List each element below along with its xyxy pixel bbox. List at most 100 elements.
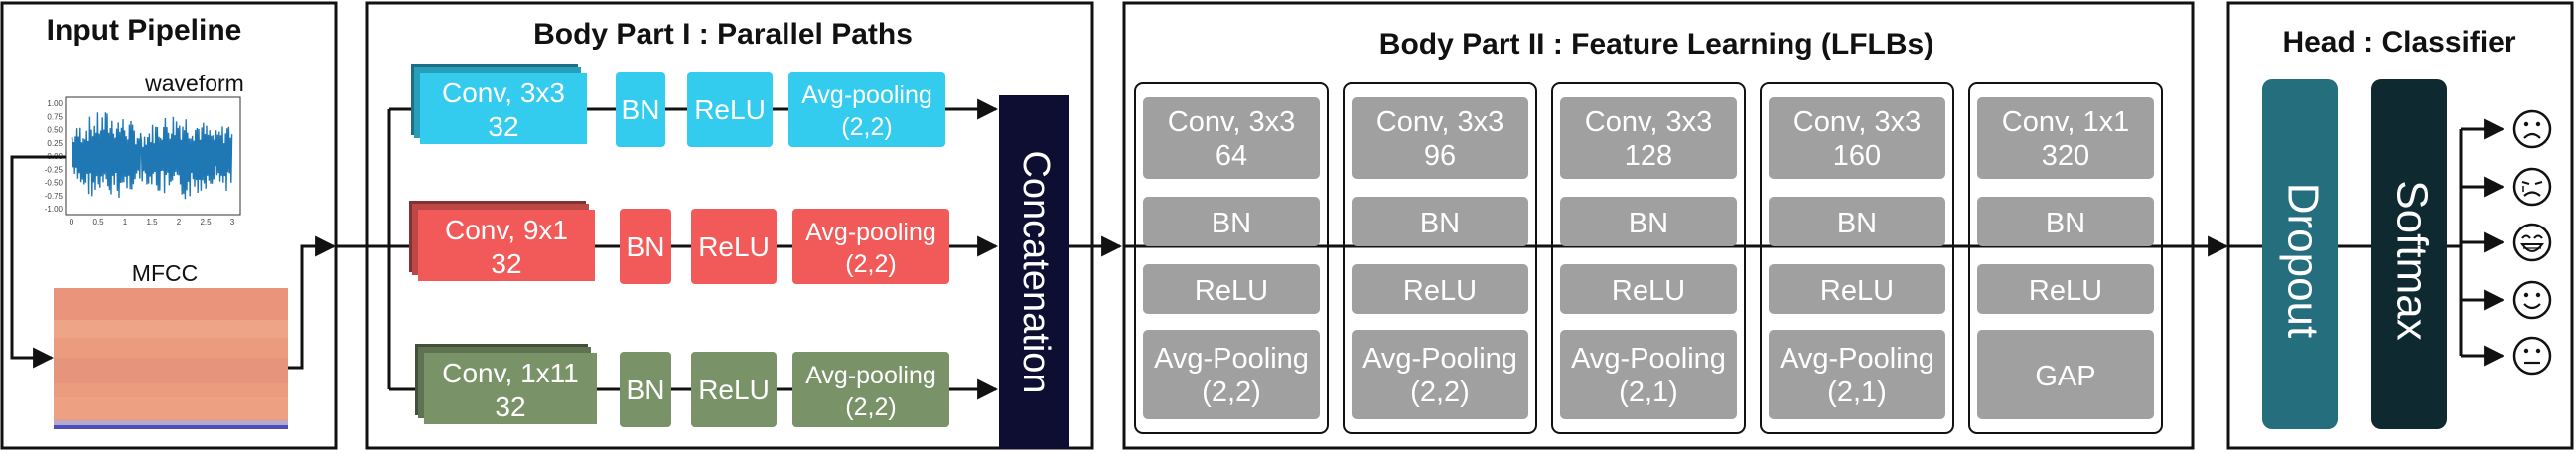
lflb-bn-block [1560,197,1737,246]
conv-label-line2: 32 [495,391,525,422]
lflb-relu-label: ReLU [1195,275,1268,307]
input-pipeline-frame [0,1,338,450]
lflb-bn-label: BN [1629,208,1668,239]
relu-block [691,352,777,427]
lflb-bn-block [1143,197,1320,246]
lflb-conv-line1: Conv, 3x3 [1585,106,1712,138]
lflb-pool-line1: Avg-Pooling [1154,343,1309,375]
lflb-conv-line1: Conv, 3x3 [1376,106,1503,138]
waveform-y-tick: 1.00 [47,99,63,108]
lflb-bn-block [1769,197,1945,246]
lflb-bn-label: BN [1212,208,1251,239]
input-pipeline-title: Input Pipeline [47,14,242,47]
body-part-1-frame [365,1,1094,450]
waveform-x-tick: 2.5 [200,218,212,227]
head-title: Head : Classifier [2282,26,2515,59]
conv-block [418,210,595,281]
lflb-conv-line2: 160 [1833,140,1881,172]
lflb-bn-block [1977,197,2154,246]
bn-block [616,72,665,147]
waveform-x-tick: 0 [70,218,74,227]
lflb-pool-line1: Avg-Pooling [1780,343,1934,375]
lflb-relu-label: ReLU [1820,275,1894,307]
lflb-conv-block [1143,97,1320,179]
waveform-x-ticks: 0 0.5 1 1.5 2 2.5 3 [70,218,235,227]
lflb-conv-block [1769,97,1945,179]
lflb-conv-line1: Conv, 3x3 [1793,106,1921,138]
lflb-pool-block [1143,330,1320,419]
pool-label-line1: Avg-pooling [805,219,936,246]
lflb-pool-line2: (2,1) [1619,377,1678,408]
lflb-relu-block [1769,264,1945,314]
head-frame [2226,1,2574,450]
conv-block [424,353,597,424]
pool-label-line1: Avg-pooling [801,81,932,109]
lflb-bn-block [1352,197,1528,246]
crying-face-icon [2512,167,2552,207]
output-arrows [2447,109,2552,376]
lflb-pool-block [1352,330,1528,419]
laughing-face-icon [2512,223,2552,262]
lflb-relu-label: ReLU [1612,275,1685,307]
lflb-conv-block [1352,97,1528,179]
conv-label-line2: 32 [491,248,521,279]
softmax-label: Softmax [2387,180,2436,340]
waveform-y-tick: -0.50 [45,179,64,188]
lflb-relu-block [1560,264,1737,314]
body-part-2-title: Body Part II : Feature Learning (LFLBs) [1379,28,1933,61]
pool-block [792,352,949,427]
lflb-conv-line1: Conv, 1x1 [2002,106,2129,138]
body-part-1-title: Body Part I : Parallel Paths [533,18,913,51]
mfcc-spectrogram [54,288,288,429]
conv-label-line1: Conv, 1x11 [442,358,578,388]
lflb-conv-line2: 128 [1625,140,1672,172]
conv-label-line1: Conv, 3x3 [442,77,565,108]
waveform-x-tick: 1.5 [146,218,158,227]
happy-face-icon [2512,280,2552,320]
mfcc-label: MFCC [132,260,198,286]
waveform-to-mfcc-connector [10,155,66,369]
waveform-plot: 1.000.750.500.250.00-0.25-0.50-0.75-1.00… [45,96,241,227]
lflb-conv-line1: Conv, 3x3 [1168,106,1295,138]
relu-label: ReLU [694,94,766,125]
lflb-pool-line1: Avg-Pooling [1571,343,1726,375]
pool-label-line2: (2,2) [845,250,896,278]
waveform-x-tick: 2 [177,218,182,227]
conv-block [420,73,587,144]
lflb-conv-block [1560,97,1737,179]
pool-label-line1: Avg-pooling [805,362,936,389]
lflb-pool-line2: (2,2) [1202,377,1261,408]
conv-label-line1: Conv, 9x1 [445,215,568,245]
lflb-conv-line2: 320 [2042,140,2089,172]
conv-label-line2: 32 [488,111,518,142]
waveform-y-tick: -0.75 [45,192,64,201]
lflb-relu-label: ReLU [2029,275,2102,307]
lflb-pool-line1: Avg-Pooling [1362,343,1517,375]
mfcc-to-body-connector [288,235,337,370]
waveform-y-tick: -1.00 [45,205,64,214]
pool-block [788,72,945,147]
lflb-pool-line1: GAP [2035,361,2095,392]
waveform-label: waveform [144,71,244,96]
dropout-block [2262,79,2338,429]
waveform-y-tick: 0.50 [47,126,63,135]
lflb-bn-label: BN [2046,208,2085,239]
neutral-face-icon [2512,336,2552,376]
waveform-x-tick: 1 [123,218,128,227]
waveform-x-tick: 3 [230,218,235,227]
lflb-conv-line2: 96 [1424,140,1456,172]
pool-label-line2: (2,2) [845,393,896,421]
waveform-x-tick: 0.5 [92,218,104,227]
lflb-bn-label: BN [1420,208,1460,239]
sad-face-icon [2512,109,2552,149]
lflb-relu-block [1143,264,1320,314]
lflb-conv-block [1977,97,2154,179]
